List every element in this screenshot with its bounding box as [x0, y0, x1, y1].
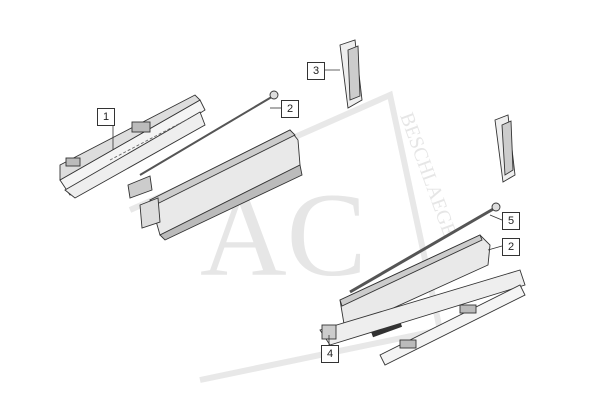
leader-lines	[112, 69, 503, 345]
right-runner	[319, 269, 526, 366]
callout-2-left: 2	[281, 100, 299, 118]
callout-4: 4	[321, 345, 339, 363]
callout-1: 1	[97, 108, 115, 126]
left-drawer-side	[127, 90, 303, 241]
callout-3: 3	[307, 62, 325, 80]
left-runner	[59, 94, 206, 199]
front-fixing-bracket-right	[494, 114, 516, 183]
callout-5: 5	[502, 212, 520, 230]
callout-2-right: 2	[502, 238, 520, 256]
gallery-rail	[349, 202, 501, 294]
front-fixing-bracket	[339, 39, 363, 109]
